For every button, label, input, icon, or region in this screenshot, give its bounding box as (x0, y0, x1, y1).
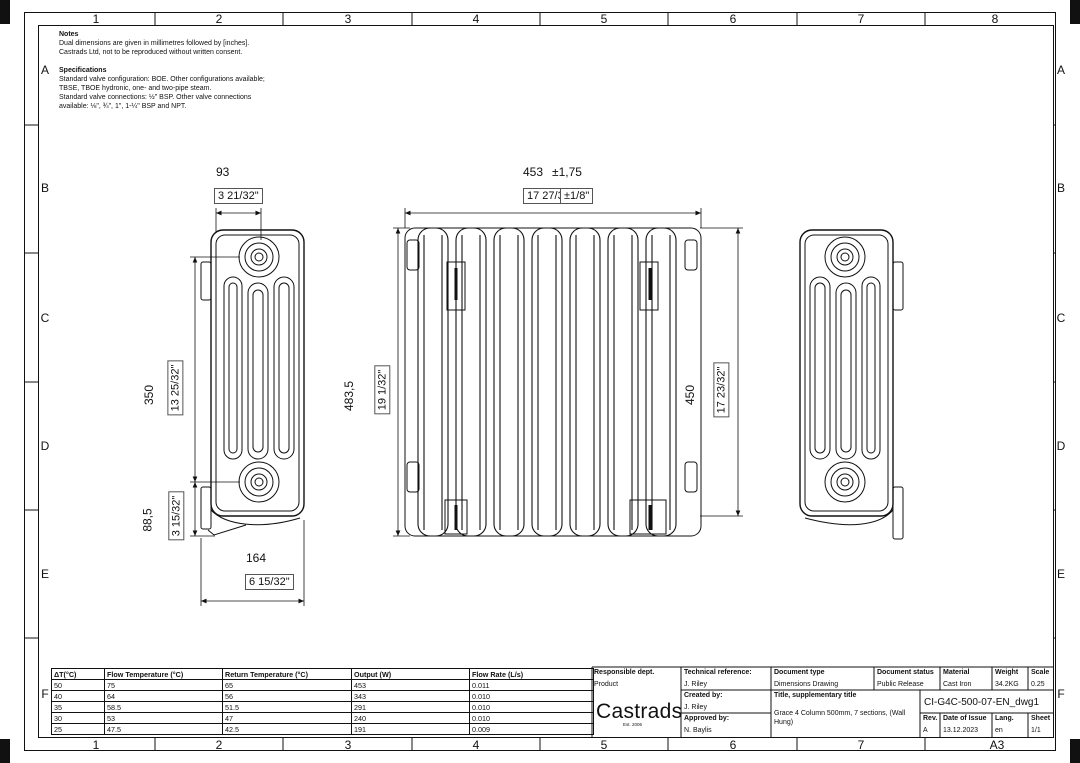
performance-table: ΔT(°C) Flow Temperature (°C) Return Temp… (51, 668, 594, 735)
material-value: Cast Iron (943, 681, 972, 688)
notes-line: Castrads Ltd, not to be reproduced witho… (59, 49, 243, 56)
zone-row-label: C (1056, 311, 1066, 325)
side-view-right (799, 229, 904, 540)
paper-size-label: A3 (989, 738, 1005, 752)
table-cell: 47.5 (104, 723, 223, 735)
doc-type-value: Dimensions Drawing (774, 681, 839, 688)
created-by-label: Created by: (684, 692, 723, 699)
sheet-label: Sheet (1031, 715, 1051, 722)
date-value: 13.12.2023 (943, 727, 979, 734)
scale-value: 0.25 (1031, 681, 1045, 688)
company-established: Est. 2006 (623, 722, 643, 727)
zone-column-label: 4 (472, 12, 480, 26)
zone-row-label: A (1056, 63, 1065, 77)
zone-row-label: D (1056, 439, 1066, 453)
zone-column-label: 5 (600, 12, 608, 26)
dim-side-depth-mm: 93 (216, 165, 230, 179)
rev-label: Rev. (923, 715, 938, 722)
zone-column-label: 6 (729, 12, 737, 26)
created-by-value: J. Riley (684, 704, 707, 711)
corner-mark (0, 0, 10, 24)
notes-line: Dual dimensions are given in millimetres… (59, 40, 250, 47)
zone-row-label: F (41, 687, 49, 701)
side-view-left (200, 229, 305, 536)
zone-column-label: 3 (344, 738, 352, 752)
doc-status-value: Public Release (877, 681, 924, 688)
zone-column-label: 7 (857, 12, 865, 26)
zone-column-label: 8 (991, 12, 999, 26)
corner-mark (1070, 0, 1080, 24)
corner-mark (1070, 739, 1080, 763)
doc-status-label: Document status (877, 669, 934, 676)
company-logo: Castrads (596, 700, 683, 723)
zone-row-label: B (40, 181, 49, 195)
table-cell: 0.009 (469, 723, 594, 735)
zone-column-label: 6 (729, 738, 737, 752)
weight-label: Weight (995, 669, 1019, 676)
zone-row-label: A (40, 63, 49, 77)
dim-width-tolerance-mm: ±1,75 (552, 165, 582, 179)
approved-by-value: N. Baylis (684, 727, 712, 734)
zone-column-label: 2 (215, 738, 223, 752)
zone-column-label: 2 (215, 12, 223, 26)
scale-label: Scale (1031, 669, 1050, 676)
notes-heading: Notes (59, 31, 79, 38)
zone-column-label: 3 (344, 12, 352, 26)
lang-label: Lang. (995, 715, 1014, 722)
zone-row-label: B (1056, 181, 1065, 195)
spec-heading: Specifications (59, 67, 107, 74)
zone-row-label: C (40, 311, 50, 325)
technical-ref-value: J. Riley (684, 681, 707, 688)
sheet-border-inner (38, 25, 1054, 738)
dim-bracket-depth-mm: 164 (246, 551, 267, 565)
rev-value: A (923, 727, 928, 734)
weight-value: 34.2KG (995, 681, 1019, 688)
drawing-title: Grace 4 Column 500mm, 7 sections, (Wall … (774, 710, 906, 726)
notes-block: Notes Dual dimensions are given in milli… (59, 30, 289, 111)
lang-value: en (995, 727, 1003, 734)
front-view (404, 227, 702, 537)
zone-row-label: D (40, 439, 50, 453)
zone-column-label: 5 (600, 738, 608, 752)
zone-column-label: 1 (92, 738, 100, 752)
zone-row-label: F (1057, 687, 1065, 701)
zone-row-label: E (40, 567, 49, 581)
responsible-dept-value: Product (594, 681, 619, 688)
sheet-value: 1/1 (1031, 727, 1041, 734)
title-label: Title, supplementary title (774, 692, 857, 699)
doc-type-label: Document type (774, 669, 825, 676)
table-row: 25 47.5 42.5 191 0.009 (51, 723, 594, 735)
spec-line: Standard valve connections: ½" BSP. Othe… (59, 94, 252, 101)
material-label: Material (943, 669, 970, 676)
dim-bracket-depth-in: 6 15/32" (245, 574, 294, 590)
spec-line: available: ⅛", ¾", 1", 1-¼" BSP and NPT. (59, 103, 187, 110)
dim-side-depth-in: 3 21/32" (214, 188, 263, 204)
date-label: Date of Issue (943, 715, 987, 722)
responsible-dept-label: Responsible dept. (594, 669, 655, 676)
zone-column-label: 4 (472, 738, 480, 752)
spec-line: Standard valve configuration: BOE. Other… (59, 76, 265, 83)
zone-column-label: 7 (857, 738, 865, 752)
spec-line: TBSE, TBOE hydronic, one- and two-pipe s… (59, 85, 212, 92)
technical-ref-label: Technical reference: (684, 669, 752, 676)
dim-width-mm: 453 (523, 165, 544, 179)
zone-row-label: E (1056, 567, 1065, 581)
table-cell: 42.5 (222, 723, 352, 735)
approved-by-label: Approved by: (684, 715, 730, 722)
dim-width-tolerance-in: ±1/8" (560, 188, 594, 204)
table-row: 50 75 65 453 0.011 (51, 679, 594, 691)
document-number: CI-G4C-500-07-EN_dwg1 (924, 697, 1040, 708)
corner-mark (0, 739, 10, 763)
table-row: 35 58.5 51.5 291 0.010 (51, 701, 594, 713)
zone-column-label: 1 (92, 12, 100, 26)
